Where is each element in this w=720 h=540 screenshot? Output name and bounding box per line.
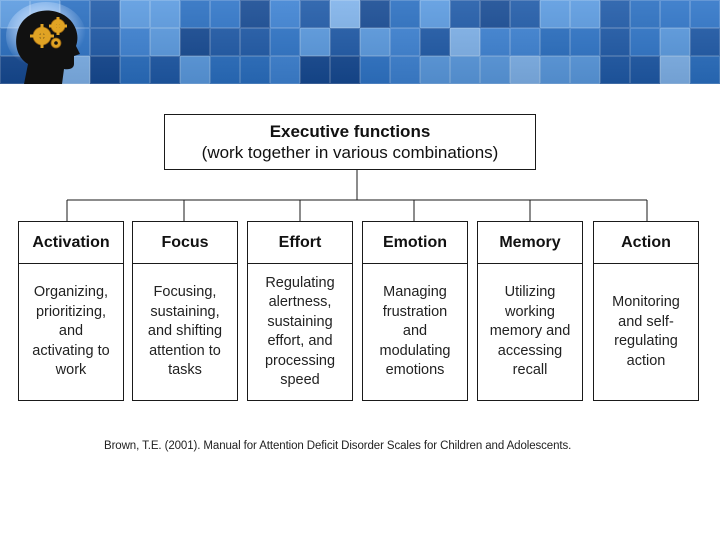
banner-tile [540,28,570,56]
banner-tile [210,28,240,56]
banner-tile [270,0,300,28]
banner-tile [510,0,540,28]
function-title: Activation [19,222,123,264]
banner-tile [330,28,360,56]
banner-tile [240,0,270,28]
banner-tile [180,0,210,28]
banner-tile [630,0,660,28]
banner-tile [330,56,360,84]
banner-tile [570,56,600,84]
executive-functions-box: Executive functions (work together in va… [164,114,536,170]
banner-tile [150,28,180,56]
function-title: Effort [248,222,352,264]
banner-tile [300,56,330,84]
banner-tile [210,0,240,28]
citation: Brown, T.E. (2001). Manual for Attention… [104,440,572,452]
banner-tile [450,0,480,28]
banner-tile [150,0,180,28]
banner-tile [240,56,270,84]
banner-tile [540,0,570,28]
function-box-emotion: Emotion Managing frustration and modulat… [362,221,468,401]
banner-tile [300,28,330,56]
banner-tile [480,0,510,28]
function-box-action: Action Monitoring and self- regulating a… [593,221,699,401]
banner-mosaic [0,0,720,84]
banner-tile [660,28,690,56]
banner-tile [390,28,420,56]
banner-tile [600,0,630,28]
banner-tile [390,0,420,28]
function-description: Focusing, sustaining, and shifting atten… [147,284,223,379]
function-description: Monitoring and self- regulating action [612,294,680,369]
banner-tile [90,0,120,28]
banner-tile [360,28,390,56]
function-box-effort: Effort Regulating alertness, sustaining … [247,221,353,401]
function-description: Managing frustration and modulating emot… [379,284,451,379]
function-title: Focus [133,222,237,264]
banner-tile [690,56,720,84]
banner-tile [660,56,690,84]
banner-tile [570,28,600,56]
banner-tile [630,56,660,84]
banner-tile [450,28,480,56]
banner-tile [450,56,480,84]
function-title: Memory [478,222,582,264]
banner-tile [390,56,420,84]
function-title: Emotion [363,222,467,264]
banner-tile [90,56,120,84]
function-title: Action [594,222,698,264]
banner-tile [210,56,240,84]
banner-tile [180,28,210,56]
root-subtitle: (work together in various combinations) [201,143,499,162]
banner-tile [480,28,510,56]
banner-tile [90,28,120,56]
head-with-gears-icon [6,2,86,84]
banner-tile [360,0,390,28]
banner-tile [330,0,360,28]
banner-tile [480,56,510,84]
banner-tile [420,0,450,28]
banner-tile [690,0,720,28]
banner-tile [240,28,270,56]
root-title: Executive functions [269,122,431,141]
banner-tile [360,56,390,84]
banner-tile [270,56,300,84]
banner-tile [120,28,150,56]
function-box-activation: Activation Organizing, prioritizing, and… [18,221,124,401]
banner-tile [150,56,180,84]
banner-tile [270,28,300,56]
banner-tile [120,0,150,28]
banner-tile [510,28,540,56]
banner-tile [540,56,570,84]
banner-tile [600,56,630,84]
banner-tile [510,56,540,84]
banner-tile [420,56,450,84]
banner-tile [630,28,660,56]
function-description: Regulating alertness, sustaining effort,… [264,274,336,389]
banner-tile [660,0,690,28]
banner-tile [120,56,150,84]
header-banner [0,0,720,84]
banner-tile [420,28,450,56]
banner-tile [600,28,630,56]
banner-tile [570,0,600,28]
function-box-focus: Focus Focusing, sustaining, and shifting… [132,221,238,401]
banner-tile [180,56,210,84]
function-description: Utilizing working memory and accessing r… [489,284,571,379]
banner-tile [690,28,720,56]
function-box-memory: Memory Utilizing working memory and acce… [477,221,583,401]
function-description: Organizing, prioritizing, and activating… [32,284,110,379]
banner-tile [300,0,330,28]
